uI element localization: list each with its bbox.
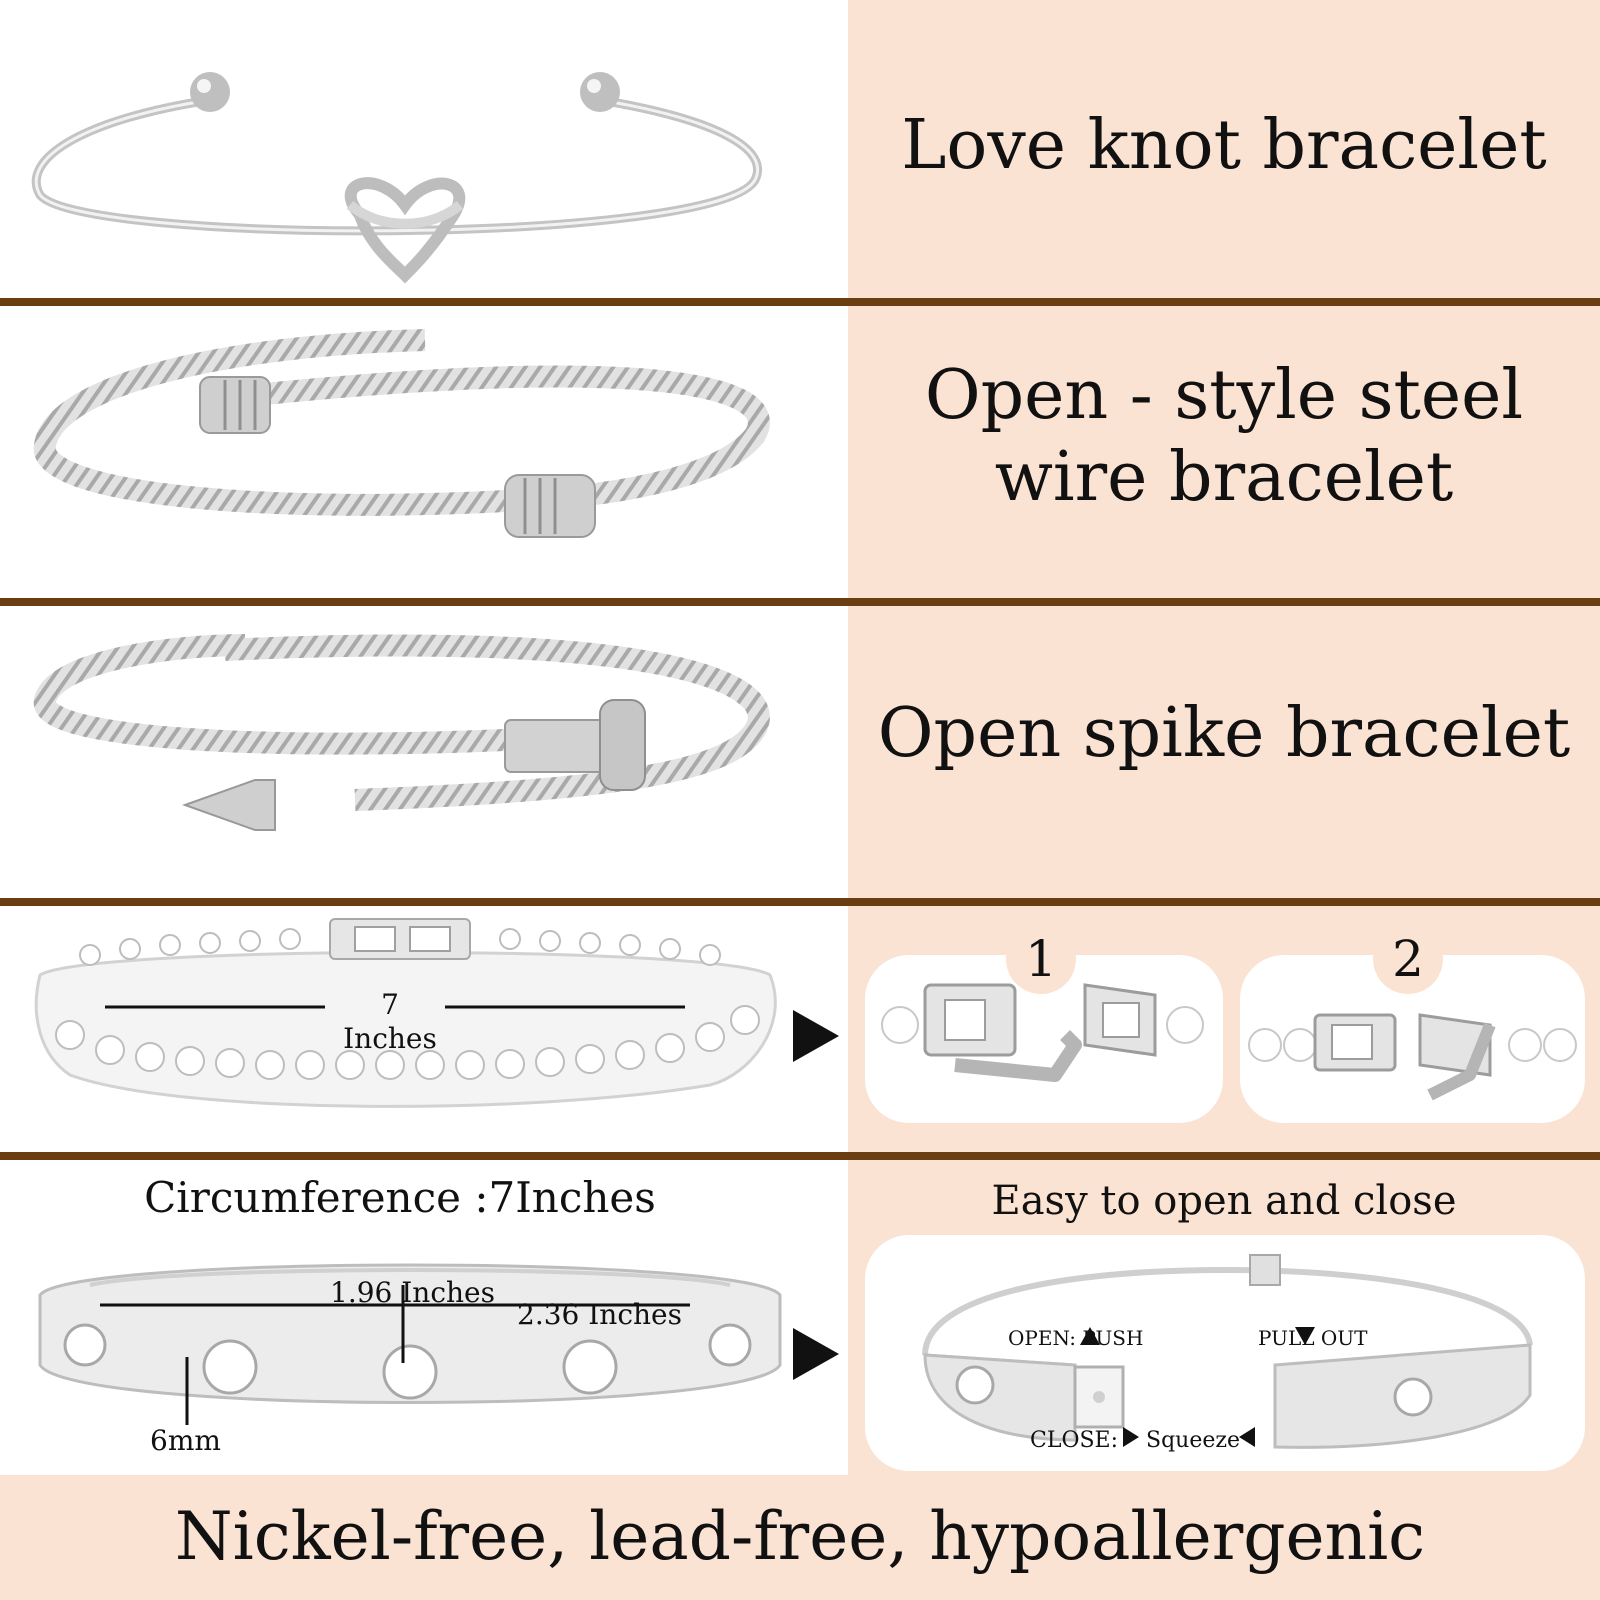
wire-bracelet-title-line1: Open - style steel <box>924 356 1524 435</box>
wire-bracelet-title-line2: wire bracelet <box>994 438 1454 517</box>
tennis-length-label: 7 Inches <box>343 988 437 1055</box>
love-knot-title: Love knot bracelet <box>901 106 1547 185</box>
inner-diameter-label: 1.96 Inches <box>330 1276 495 1309</box>
love-knot-bracelet-image <box>20 30 780 290</box>
row-divider-2 <box>0 598 1600 606</box>
circumference-label: Circumference :7Inches <box>144 1173 656 1222</box>
open-push-label: OPEN: PUSH <box>1008 1326 1144 1350</box>
right-label-column <box>848 0 1600 1475</box>
spike-bracelet-title: Open spike bracelet <box>877 694 1571 773</box>
row-divider-1 <box>0 298 1600 306</box>
step2-badge: 2 <box>1373 924 1443 994</box>
spike-bracelet-image <box>25 630 785 860</box>
close-label: CLOSE: <box>1030 1428 1119 1453</box>
outer-diameter-label: 2.36 Inches <box>517 1298 682 1331</box>
row-divider-3 <box>0 898 1600 906</box>
pull-out-label: PULL OUT <box>1258 1326 1368 1350</box>
bangle-bracelet-image <box>30 1245 790 1445</box>
footer-band <box>0 1475 1600 1600</box>
step1-badge: 1 <box>1006 924 1076 994</box>
easy-open-close-label: Easy to open and close <box>991 1178 1457 1224</box>
wire-bracelet-image <box>25 325 785 565</box>
tennis-bracelet-image <box>30 915 780 1130</box>
width-label: 6mm <box>150 1424 221 1457</box>
footer-text: Nickel-free, lead-free, hypoallergenic <box>174 1498 1426 1575</box>
row-divider-4 <box>0 1152 1600 1160</box>
arrow-right-icon-2 <box>793 1328 839 1380</box>
arrow-right-icon <box>793 1010 839 1062</box>
squeeze-label: Squeeze <box>1146 1428 1240 1453</box>
bangle-open-close-card <box>865 1235 1585 1471</box>
